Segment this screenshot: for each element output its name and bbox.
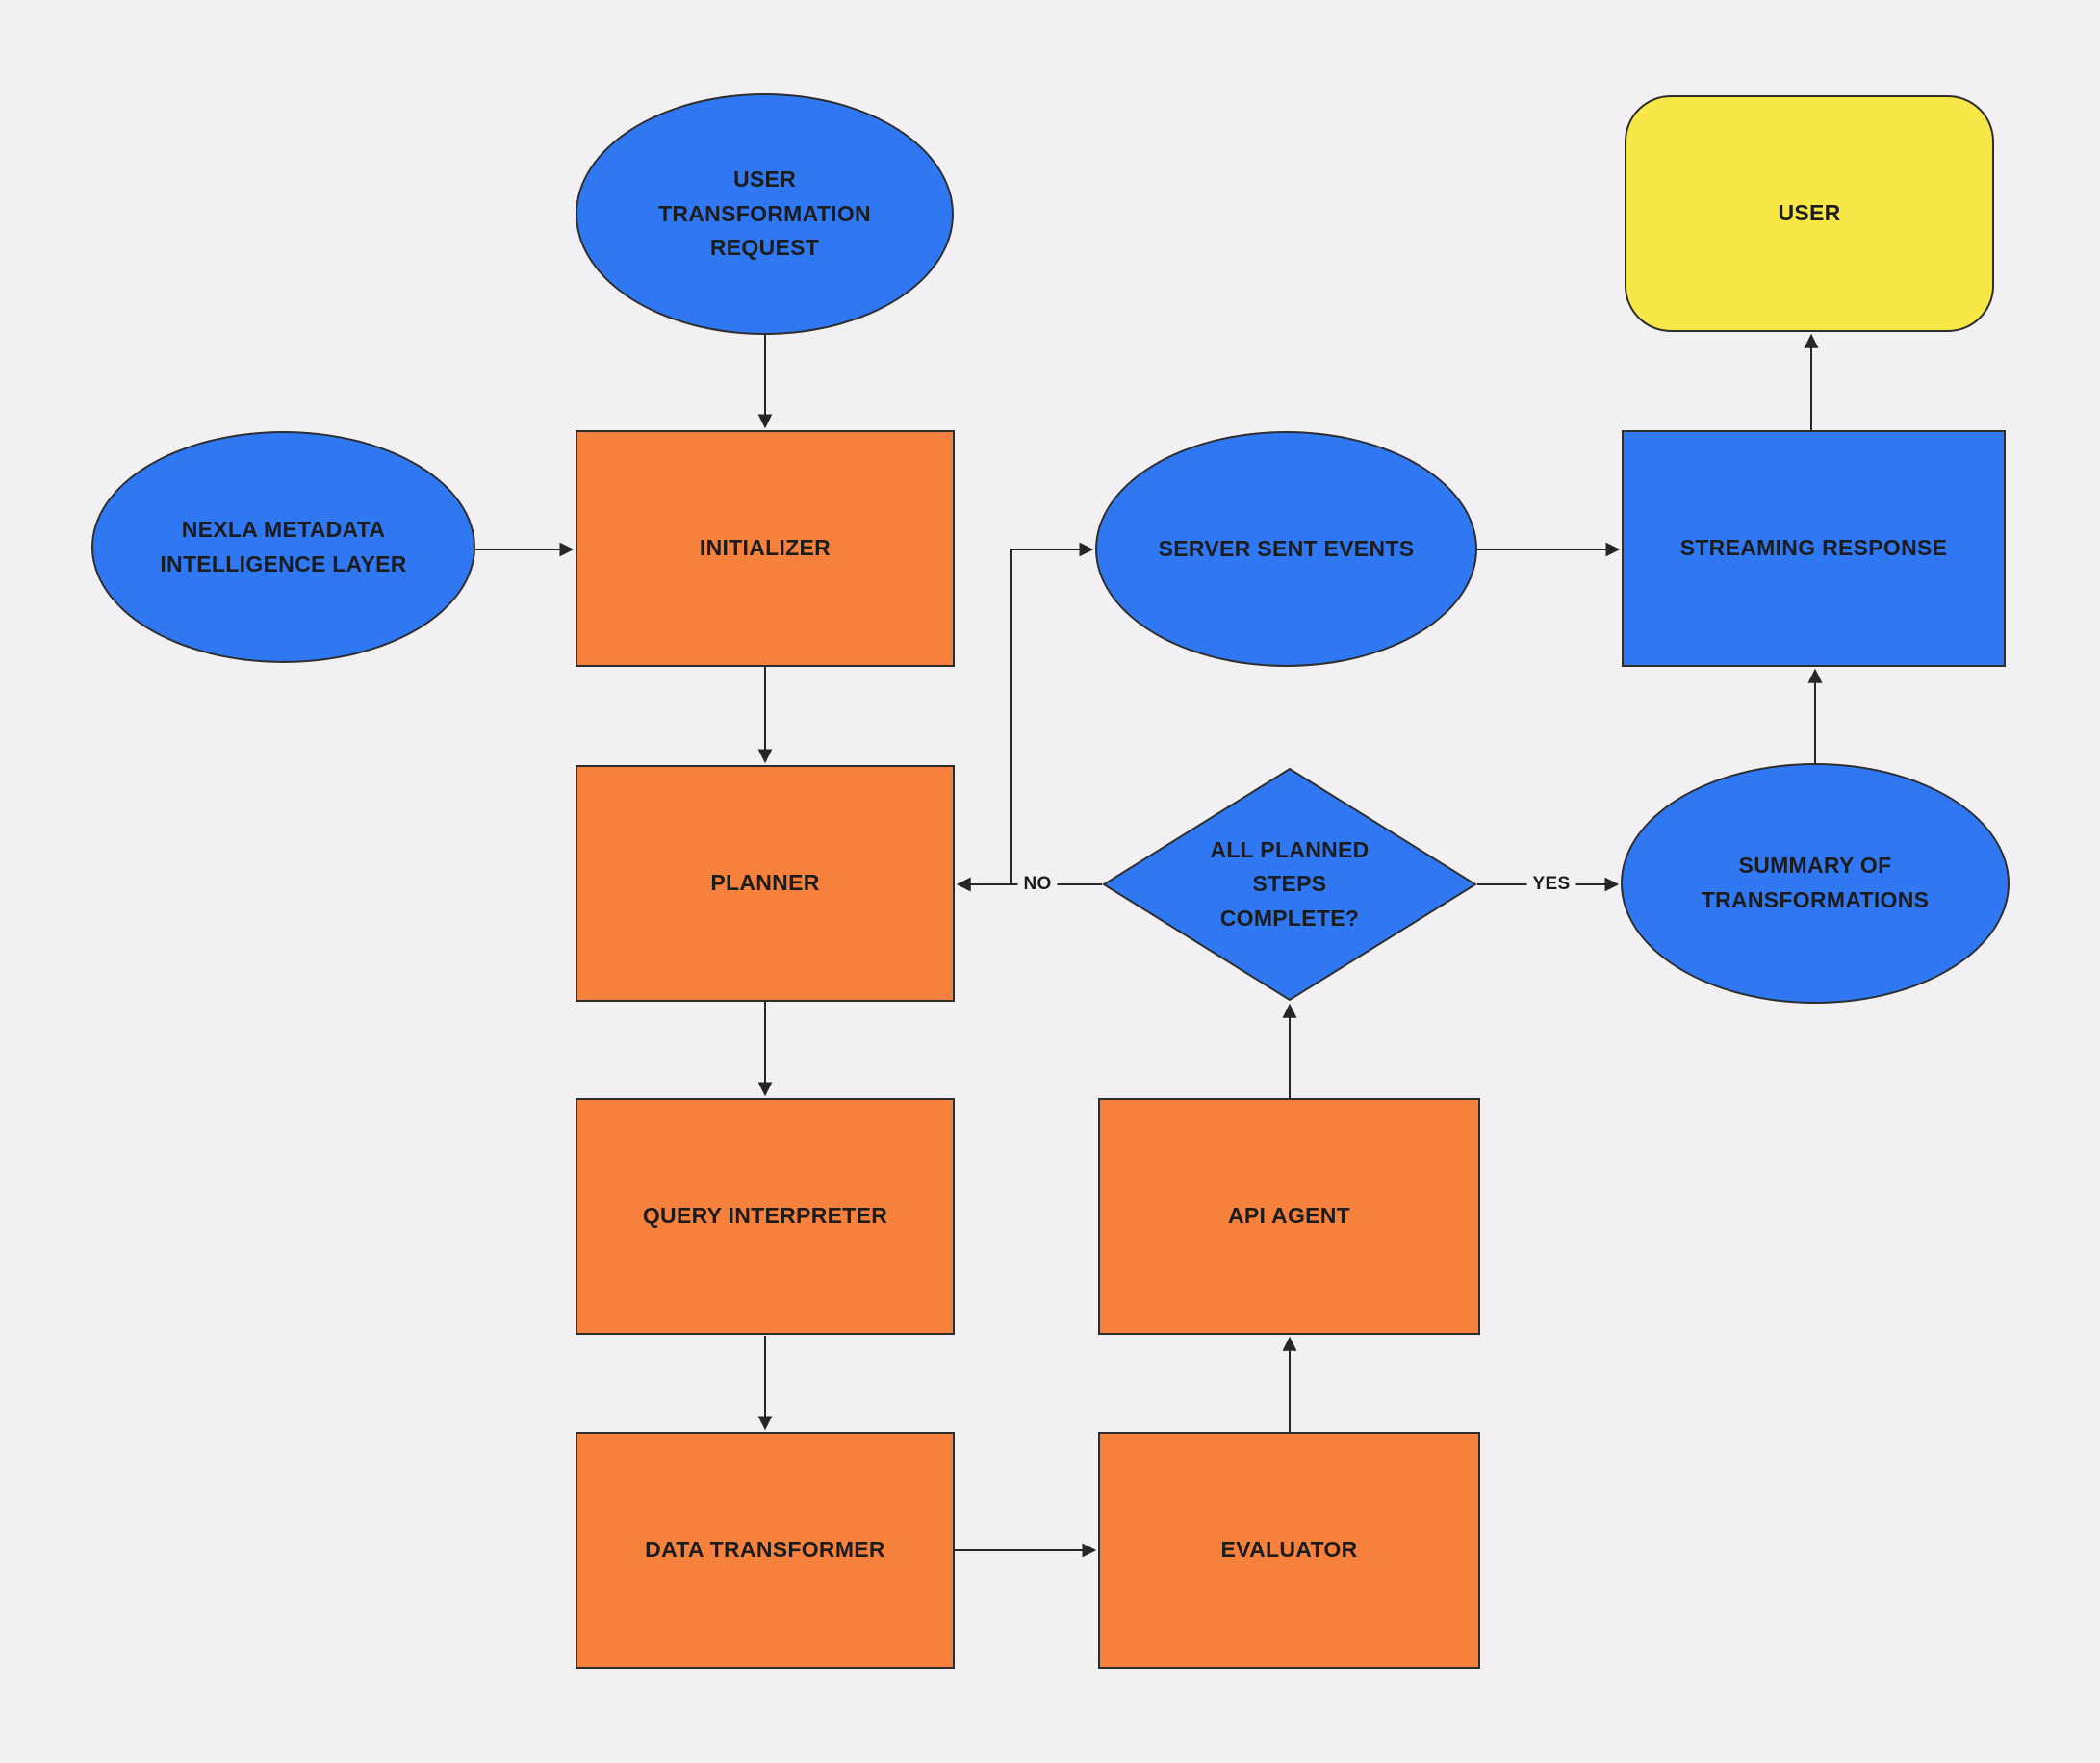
node-initializer: INITIALIZER: [576, 430, 955, 667]
node-label: STREAMING RESPONSE: [1679, 535, 1948, 561]
edge-label-yes: YES: [1526, 872, 1576, 897]
node-label: USER: [1778, 200, 1841, 226]
node-streaming-response: STREAMING RESPONSE: [1622, 430, 2006, 667]
node-server-sent-events: SERVER SENT EVENTS: [1095, 431, 1477, 667]
node-label: DATA TRANSFORMER: [645, 1537, 885, 1563]
node-label: QUERY INTERPRETER: [642, 1203, 888, 1229]
node-label: USER TRANSFORMATION REQUEST: [658, 166, 871, 261]
node-label: SUMMARY OF TRANSFORMATIONS: [1701, 853, 1930, 912]
node-label: EVALUATOR: [1220, 1537, 1358, 1563]
edge-label-no: NO: [1017, 872, 1058, 897]
node-label: API AGENT: [1227, 1203, 1351, 1229]
node-label: INITIALIZER: [699, 535, 832, 561]
node-query-interpreter: QUERY INTERPRETER: [576, 1098, 955, 1335]
node-all-planned-steps-complete: ALL PLANNED STEPS COMPLETE?: [1102, 767, 1477, 1002]
edge-planner-to-server-sent-events: [1010, 542, 1094, 884]
node-label: ALL PLANNED STEPS COMPLETE?: [1210, 836, 1370, 931]
node-label: NEXLA METADATA INTELLIGENCE LAYER: [160, 516, 407, 576]
node-nexla-metadata-intelligence-layer: NEXLA METADATA INTELLIGENCE LAYER: [91, 431, 475, 663]
node-planner: PLANNER: [576, 765, 955, 1002]
node-api-agent: API AGENT: [1098, 1098, 1480, 1335]
node-user-transformation-request: USER TRANSFORMATION REQUEST: [576, 93, 954, 335]
node-label: SERVER SENT EVENTS: [1158, 535, 1415, 561]
decision-diamond-shape: [1102, 767, 1477, 1002]
node-data-transformer: DATA TRANSFORMER: [576, 1432, 955, 1669]
node-evaluator: EVALUATOR: [1098, 1432, 1480, 1669]
node-user: USER: [1625, 95, 1994, 332]
node-summary-of-transformations: SUMMARY OF TRANSFORMATIONS: [1621, 763, 2010, 1004]
node-label: PLANNER: [710, 870, 820, 896]
